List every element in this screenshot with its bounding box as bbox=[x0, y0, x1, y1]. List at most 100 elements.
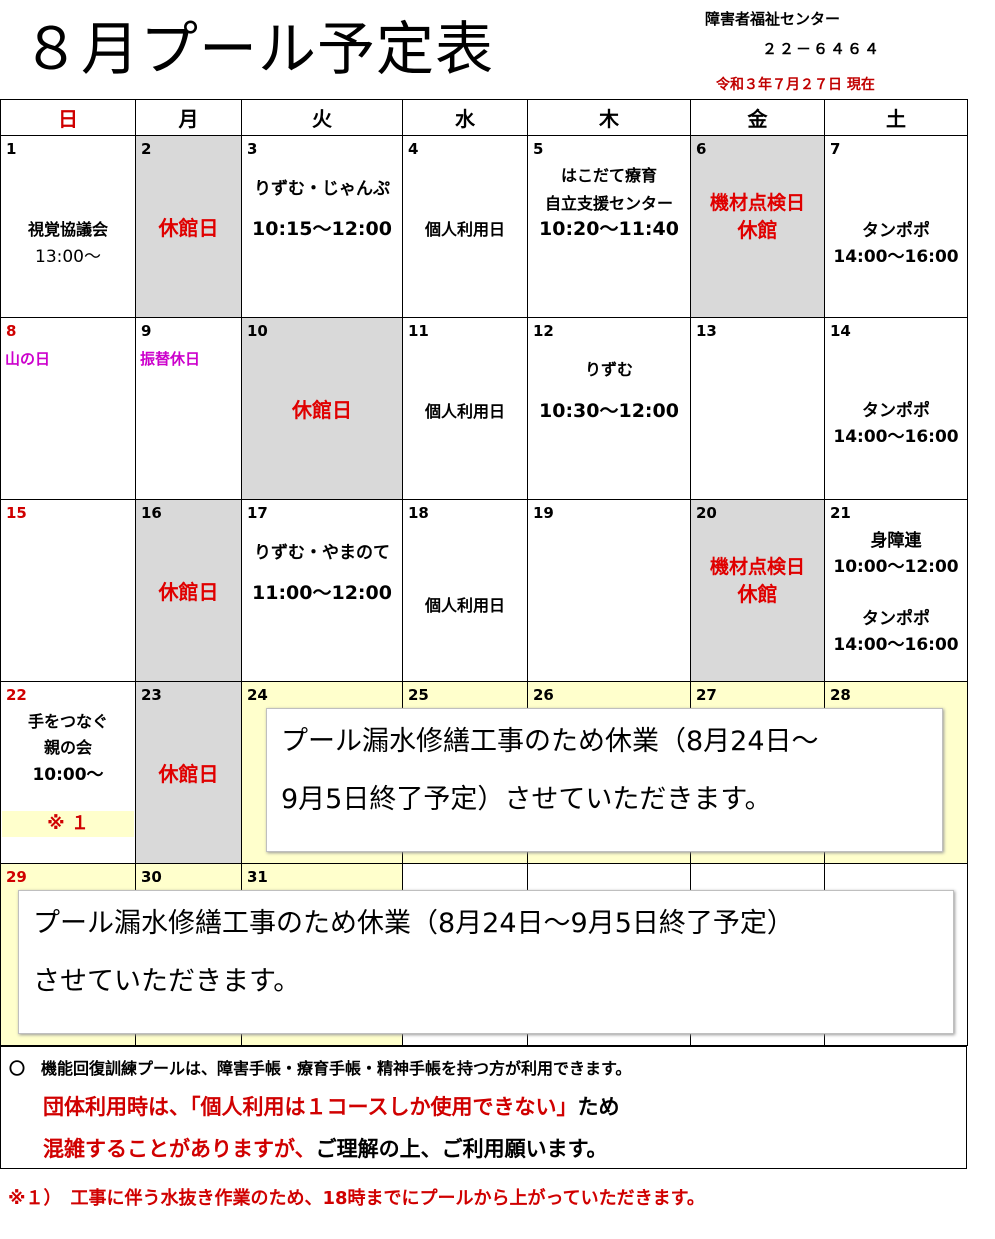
day-number: 17 bbox=[247, 504, 268, 522]
inspection-label: 機材点検日 bbox=[709, 556, 805, 578]
day-number: 18 bbox=[408, 504, 429, 522]
event-time: 14:00～16:00 bbox=[833, 635, 959, 655]
event-title: タンポポ bbox=[862, 401, 930, 421]
day-cell-8: 8 山の日 bbox=[0, 317, 136, 500]
day-cell-23: 23 休館日 bbox=[135, 681, 242, 864]
page-title: ８月プール予定表 bbox=[22, 15, 495, 83]
day-number: 30 bbox=[141, 868, 162, 886]
day-cell-9: 9 振替休日 bbox=[135, 317, 242, 500]
day-number: 1 bbox=[6, 140, 17, 158]
day-cell-12: 12 りずむ 10:30～12:00 bbox=[527, 317, 691, 500]
day-cell-13: 13 bbox=[690, 317, 825, 500]
event-time: 14:00～16:00 bbox=[833, 247, 959, 267]
congestion-request: ご理解の上、ご利用願います。 bbox=[315, 1137, 608, 1161]
day-cell-22: 22 手をつなぐ 親の会 10:00～ ※ １ bbox=[0, 681, 136, 864]
event-time: 10:20～11:40 bbox=[539, 218, 679, 240]
organization-name: 障害者福祉センター bbox=[705, 10, 841, 28]
day-cell-18: 18 個人利用日 bbox=[402, 499, 528, 682]
closed-label: 休館 bbox=[737, 218, 778, 242]
day-number: 20 bbox=[696, 504, 717, 522]
day-number: 23 bbox=[141, 686, 162, 704]
closed-label: 休館日 bbox=[158, 762, 219, 786]
day-number: 31 bbox=[247, 868, 268, 886]
event-subtitle: 親の会 bbox=[43, 738, 92, 757]
weekday-tue: 火 bbox=[241, 99, 403, 136]
event-title: 個人利用日 bbox=[424, 596, 505, 615]
event-time: 11:00～12:00 bbox=[252, 582, 392, 604]
event-title: 視覚協議会 bbox=[27, 220, 108, 239]
day-number: 4 bbox=[408, 140, 419, 158]
notice-line: プール漏水修繕工事のため休業（8月24日～ bbox=[281, 726, 819, 757]
day-cell-16: 16 休館日 bbox=[135, 499, 242, 682]
day-number: 16 bbox=[141, 504, 162, 522]
inspection-label: 機材点検日 bbox=[709, 192, 805, 214]
day-number: 11 bbox=[408, 322, 429, 340]
closed-label: 休館日 bbox=[158, 580, 219, 604]
week-row: 15 16 休館日 17 りずむ・やまのて 11:00～12:00 18 個人利… bbox=[0, 499, 968, 682]
weekday-header-row: 日 月 火 水 木 金 土 bbox=[0, 99, 968, 136]
event-title: 手をつなぐ bbox=[27, 712, 108, 731]
closed-label: 休館日 bbox=[158, 216, 219, 240]
day-cell-21: 21 身障連 10:00～12:00 タンポポ 14:00～16:00 bbox=[824, 499, 968, 682]
footer-notes: 〇 機能回復訓練プールは、障害手帳・療育手帳・精神手帳を持つ方が利用できます。 … bbox=[0, 1045, 967, 1169]
day-cell-5: 5 はこだて療育 自立支援センター 10:20～11:40 bbox=[527, 135, 691, 318]
holiday-label: 山の日 bbox=[5, 350, 51, 368]
day-number: 15 bbox=[6, 504, 27, 522]
day-cell-14: 14 タンポポ 14:00～16:00 bbox=[824, 317, 968, 500]
day-cell-20: 20 機材点検日 休館 bbox=[690, 499, 825, 682]
day-cell-19: 19 bbox=[527, 499, 691, 682]
congestion-warning: 混雑することがありますが、 bbox=[43, 1137, 316, 1161]
day-number: 3 bbox=[247, 140, 258, 158]
event-title: りずむ・やまのて bbox=[254, 543, 390, 563]
event-time: 10:00～12:00 bbox=[833, 557, 959, 577]
day-cell-2: 2 休館日 bbox=[135, 135, 242, 318]
group-use-warning: 団体利用時は、「個人利用は１コースしか使用できない」 bbox=[43, 1095, 578, 1119]
closed-label: 休館日 bbox=[292, 398, 352, 422]
closure-notice-week4: プール漏水修繕工事のため休業（8月24日～ 9月5日終了予定）させていただきます… bbox=[266, 708, 943, 852]
event-title: タンポポ bbox=[862, 221, 930, 241]
phone-number: ２２－６４６４ bbox=[762, 40, 882, 58]
day-number: 19 bbox=[533, 504, 554, 522]
group-use-note: 団体利用時は、「個人利用は１コースしか使用できない」ため bbox=[43, 1091, 619, 1121]
day-number: 9 bbox=[141, 322, 152, 340]
day-cell-15: 15 bbox=[0, 499, 136, 682]
day-number: 10 bbox=[247, 322, 268, 340]
day-number: 13 bbox=[696, 322, 717, 340]
weekday-fri: 金 bbox=[690, 99, 825, 136]
day-number: 29 bbox=[6, 868, 27, 886]
weekday-wed: 水 bbox=[402, 99, 528, 136]
event-title: タンポポ bbox=[862, 609, 930, 629]
holiday-label: 振替休日 bbox=[140, 350, 201, 368]
event-title: りずむ bbox=[584, 360, 633, 379]
week-row: 8 山の日 9 振替休日 10 休館日 11 個人利用日 12 りずむ 10:3… bbox=[0, 317, 968, 500]
day-number: 28 bbox=[830, 686, 851, 704]
day-cell-1: 1 視覚協議会 13:00～ bbox=[0, 135, 136, 318]
event-subtitle: 自立支援センター bbox=[544, 194, 673, 213]
notice-line: させていただきます。 bbox=[33, 966, 301, 997]
day-number: 21 bbox=[830, 504, 851, 522]
eligibility-note: 〇 機能回復訓練プールは、障害手帳・療育手帳・精神手帳を持つ方が利用できます。 bbox=[9, 1059, 632, 1078]
weekday-sun: 日 bbox=[0, 99, 136, 136]
event-title: 個人利用日 bbox=[424, 220, 505, 239]
day-number: 25 bbox=[408, 686, 429, 704]
event-time: 10:30～12:00 bbox=[539, 400, 679, 422]
day-cell-7: 7 タンポポ 14:00～16:00 bbox=[824, 135, 968, 318]
group-use-tail: ため bbox=[577, 1095, 620, 1119]
day-number: 8 bbox=[6, 322, 17, 340]
notice-line: 9月5日終了予定）させていただきます。 bbox=[281, 784, 772, 815]
weekday-mon: 月 bbox=[135, 99, 242, 136]
day-cell-3: 3 りずむ・じゃんぷ 10:15～12:00 bbox=[241, 135, 403, 318]
day-number: 26 bbox=[533, 686, 554, 704]
event-title: 個人利用日 bbox=[424, 402, 505, 421]
notice-line: プール漏水修繕工事のため休業（8月24日～9月5日終了予定） bbox=[33, 908, 794, 939]
event-time: 14:00～16:00 bbox=[833, 427, 959, 447]
day-number: 24 bbox=[247, 686, 268, 704]
as-of-date: 令和３年７月２７日 現在 bbox=[716, 77, 875, 93]
event-time: 10:00～ bbox=[32, 765, 104, 785]
event-title: 身障連 bbox=[870, 531, 922, 551]
day-cell-4: 4 個人利用日 bbox=[402, 135, 528, 318]
closed-label: 休館 bbox=[737, 582, 778, 606]
footnote-1: ※１） 工事に伴う水抜き作業のため、18時までにプールから上がっていただきます。 bbox=[8, 1188, 705, 1209]
week-row: 1 視覚協議会 13:00～ 2 休館日 3 りずむ・じゃんぷ 10:15～12… bbox=[0, 135, 968, 318]
day-cell-10: 10 休館日 bbox=[241, 317, 403, 500]
